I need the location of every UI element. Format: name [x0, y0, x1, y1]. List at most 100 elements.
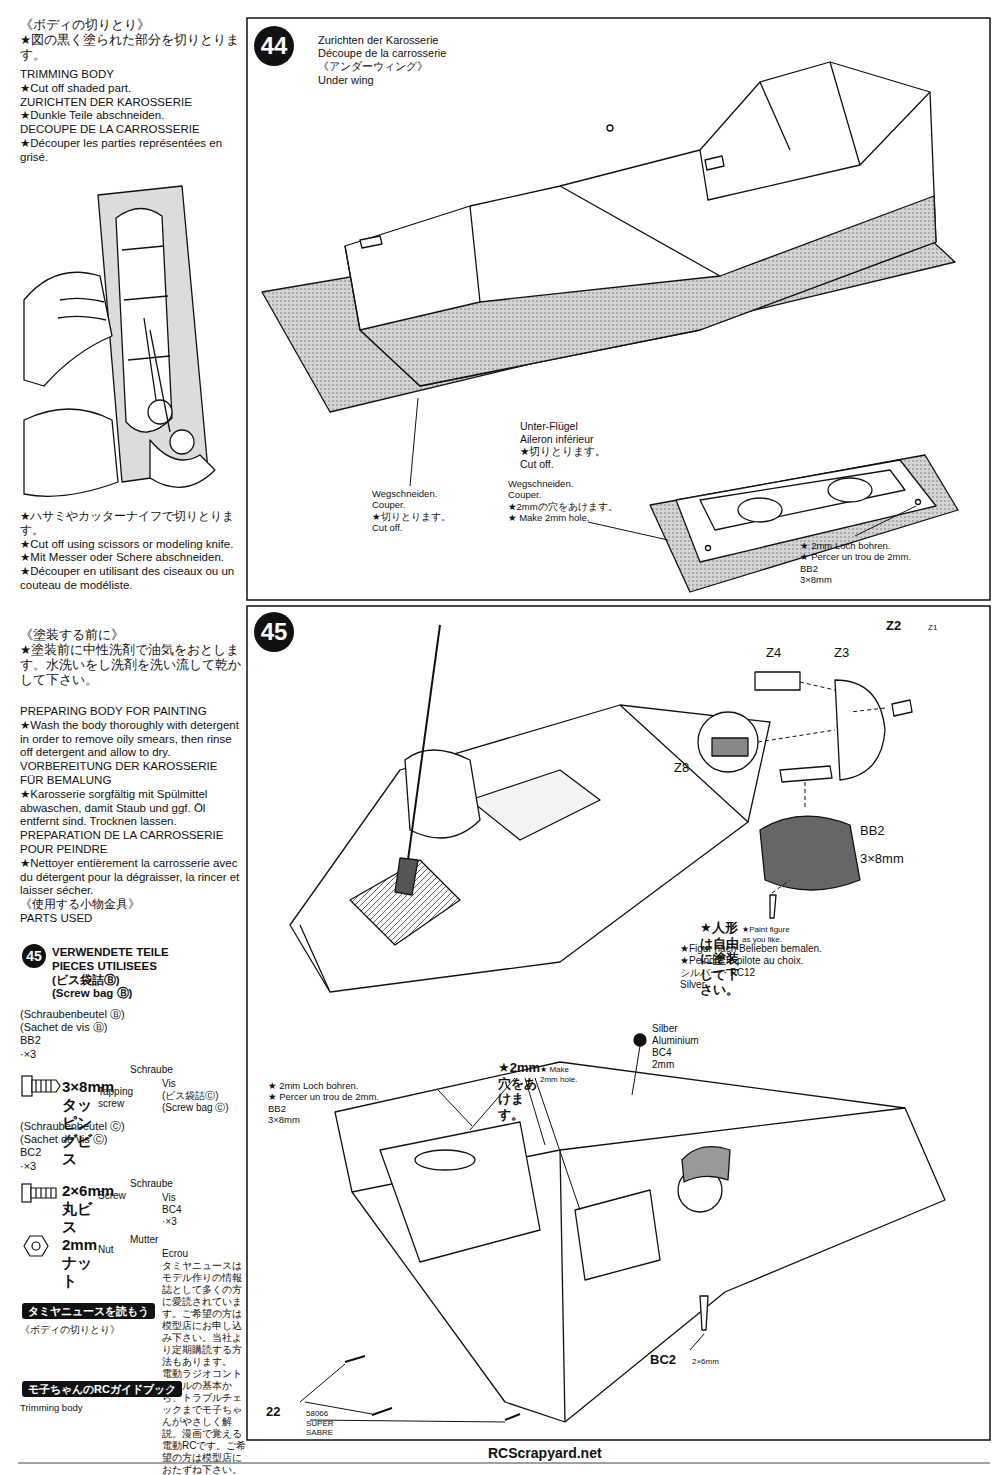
drawing-path — [892, 700, 912, 716]
text-block: Schraube — [130, 1178, 248, 1190]
label-text: (Screw bag Ⓑ) — [52, 987, 244, 1001]
text-block: RCScrapyard.net — [488, 1445, 528, 1462]
text-block: Wegschneiden.Couper.★切りとります。Cut off. — [372, 488, 492, 534]
label-text: Wegschneiden. — [372, 488, 492, 499]
drawing-path — [855, 506, 916, 536]
label-text: (Schraubenbeutel Ⓑ) — [20, 1008, 242, 1021]
label-text: ★Découper en utilisant des ciseaux ou un… — [20, 565, 242, 593]
label-text: 《塗装する前に》 — [20, 628, 242, 643]
label-text: 58066 SUPER SABRE — [306, 1409, 356, 1438]
label-text: Z8 — [674, 760, 704, 776]
text-block: Screw — [98, 1190, 128, 1202]
label-text: Schraube — [130, 1178, 248, 1190]
label-text: BC2 — [20, 1146, 242, 1159]
drawing-path — [780, 766, 832, 782]
label-text: Z4 — [766, 645, 796, 661]
label-text: Unter-Flügel — [520, 420, 720, 433]
drawing-path — [150, 440, 215, 487]
text-block: Z8 — [674, 760, 704, 776]
text-block: Trimming body — [20, 1402, 245, 1413]
label-text: (Sachet de vis Ⓑ) — [20, 1021, 242, 1034]
label-text: ★Découper les parties représentées en gr… — [20, 137, 242, 165]
text-block: VERWENDETE TEILEPIECES UTILISEES(ビス袋詰Ⓑ)(… — [52, 946, 244, 1001]
drawing-path — [122, 246, 170, 360]
label-text: BB2 — [800, 563, 985, 574]
label-text: DECOUPE DE LA CARROSSERIE — [20, 123, 242, 137]
label-text: 2mmナット — [62, 1236, 102, 1290]
drawing-g — [262, 62, 958, 592]
text-block: Nut — [98, 1244, 128, 1256]
label-text: PARTS USED — [20, 912, 242, 926]
label-text: VORBEREITUNG DER KAROSSERIE FÜR BEMALUNG — [20, 760, 242, 788]
label-text: Silber — [652, 1023, 782, 1035]
label-text: ★Figur nach Belieben bemalen. — [680, 943, 910, 955]
label-text: ★塗装前に中性洗剤で油気をおとします。水洗いをし洗剤を洗い流して乾かして下さい。 — [20, 643, 242, 688]
drawing-path — [24, 272, 112, 386]
label-text: BB2 — [20, 1034, 242, 1047]
drawing-circle — [148, 400, 172, 424]
drawing-polygon — [24, 1236, 48, 1256]
label-text: ★ 2mm Loch bohren. — [268, 1080, 436, 1091]
text-block: Z1 — [928, 623, 983, 633]
drawing-rect — [22, 1184, 31, 1202]
label-text: ★ Make 2mm hole. — [508, 512, 628, 523]
label-text: 電動ラジオコントロールの基本から、トラブルチェックまでモ子ちゃんがやさしく解説。… — [162, 1368, 247, 1475]
drawing-rect — [247, 606, 990, 1440]
node-text: モ子ちゃんのRCガイドブック — [28, 1383, 176, 1395]
label-text: ★Nettoyer entièrement la carrosserie ave… — [20, 857, 242, 898]
text-block: 《ボディの切りとり》★図の黒く塗られた部分を切りとります。 — [20, 18, 242, 63]
drawing-path — [575, 1190, 660, 1280]
text-block: Wegschneiden.Couper.★2mmの穴をあけます。★ Make 2… — [508, 478, 628, 524]
node-text: タミヤニュースを読もう — [28, 1305, 149, 1317]
drawing-path — [700, 1296, 708, 1330]
text-block: Vis(ビス袋詰Ⓒ)(Screw bag Ⓒ) — [162, 1078, 247, 1114]
node-text: 45 — [26, 948, 42, 964]
drawing-path — [408, 625, 440, 860]
drawing-polygon — [98, 186, 208, 482]
text-block: Mutter — [130, 1234, 248, 1246]
label-text: Couper. — [372, 499, 492, 510]
text-block: ★Paint figure as you like. — [742, 925, 797, 944]
text-block: VisBC4·×3 — [162, 1192, 247, 1228]
drawing-path — [690, 1334, 704, 1350]
label-text: 3×8mm — [800, 574, 985, 585]
label-text: (ビス袋詰Ⓑ) — [52, 974, 244, 988]
drawing-g — [335, 1034, 945, 1422]
drawing-path — [58, 298, 106, 320]
node-text: 44 — [261, 32, 288, 60]
label-text: タミヤニュースはモデル作りの情報誌として多くの方に愛読されています。ご希望の方は… — [162, 1260, 247, 1368]
label-text: 《アンダーウィング》 — [318, 60, 538, 73]
text-block: 《ボディの切りとり》 — [20, 1324, 245, 1335]
label-text: ·×3 — [20, 1160, 242, 1173]
drawing-path — [360, 156, 724, 248]
drawing-path — [335, 1062, 945, 1422]
info-banner: モ子ちゃんのRCガイドブック — [22, 1381, 182, 1397]
drawing-ellipse — [828, 478, 872, 502]
drawing-circle — [706, 546, 711, 551]
label-text: ★Cut off using scissors or modeling knif… — [20, 538, 242, 552]
drawing-g — [300, 1046, 704, 1422]
drawing-path — [144, 318, 170, 432]
label-text: ★図の黒く塗られた部分を切りとります。 — [20, 33, 242, 63]
label-text: 2×6mm丸ビス — [62, 1182, 102, 1236]
label-text: ★Peindre le pilote au choix. — [680, 955, 910, 967]
drawing-path — [770, 895, 776, 918]
drawing-path — [380, 1122, 540, 1262]
drawing-path — [438, 1090, 472, 1126]
label-text: ·×3 — [162, 1216, 247, 1228]
label-text: TRIMMING BODY — [20, 68, 242, 82]
label-text: Z2 — [886, 618, 928, 634]
label-text: Aluminium — [652, 1035, 782, 1047]
label-text: ZURICHTEN DER KAROSSERIE — [20, 96, 242, 110]
drawing-path — [755, 672, 800, 690]
text-block: Z2 — [886, 618, 928, 634]
step-number: 45 — [254, 612, 294, 652]
text-block: PREPARING BODY FOR PAINTING★Wash the bod… — [20, 705, 242, 926]
text-block: ★ Make 2mm hole. — [540, 1065, 580, 1084]
drawing-circle — [32, 1242, 40, 1250]
label-text: ★2mm穴をあけます。 — [498, 1060, 540, 1122]
drawing-path — [682, 1147, 730, 1182]
text-block: BB2 — [860, 823, 890, 839]
label-text: 《ボディの切りとり》 — [20, 1324, 245, 1335]
